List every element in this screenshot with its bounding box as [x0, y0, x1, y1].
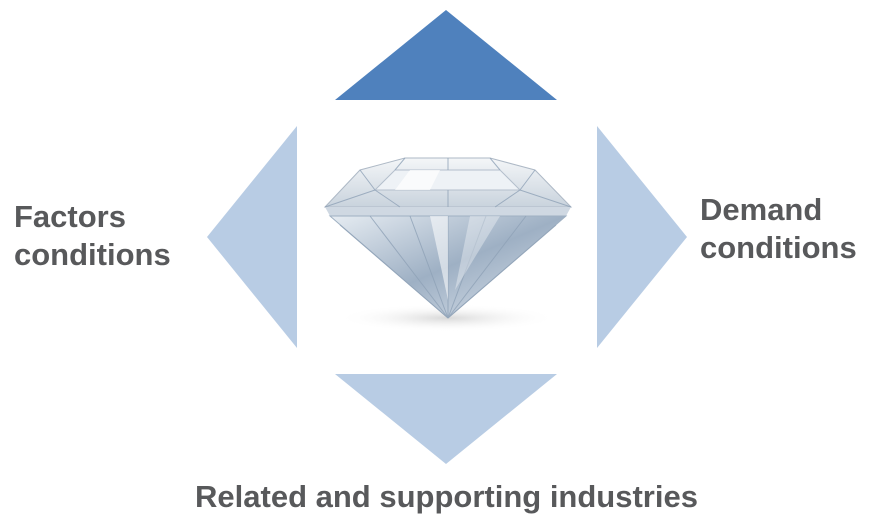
left-arrow: [207, 126, 297, 348]
diamond-image: [298, 126, 596, 346]
demand-conditions-line-2: conditions: [700, 230, 857, 265]
demand-conditions-label: Demand conditions: [700, 191, 857, 267]
right-arrow: [597, 126, 687, 348]
factors-conditions-line-2: conditions: [14, 237, 171, 272]
related-industries-label: Related and supporting industries: [195, 479, 698, 514]
factors-conditions-line-1: Factors: [14, 199, 126, 234]
bottom-arrow: [335, 374, 557, 464]
top-arrow: [335, 10, 557, 100]
demand-conditions-line-1: Demand: [700, 192, 823, 227]
factors-conditions-label: Factors conditions: [14, 198, 171, 274]
